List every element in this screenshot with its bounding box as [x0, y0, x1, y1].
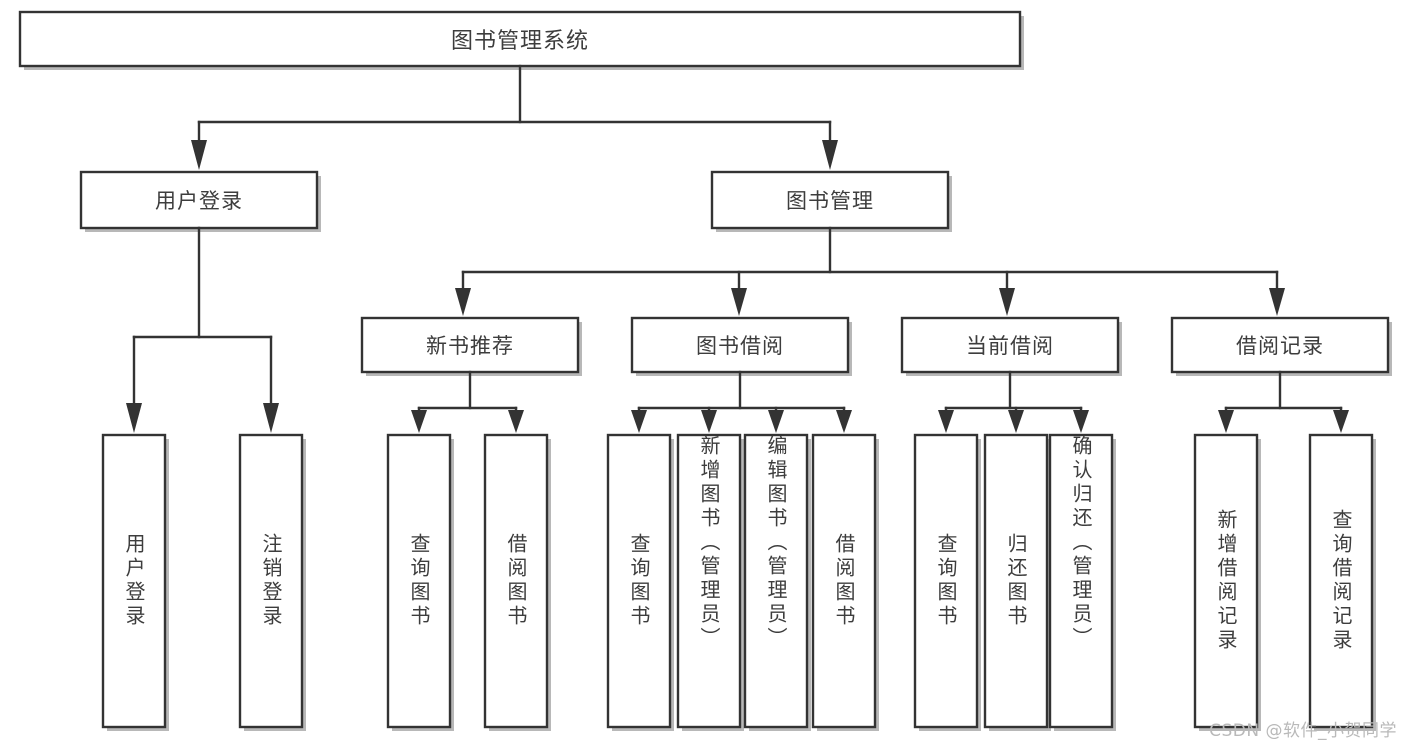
connector-root-to-level1: [191, 64, 838, 170]
leaf-user-login-0[interactable]: [101, 433, 169, 731]
connector-bookborrow-to-leaves: [631, 370, 852, 433]
leaf-current-borrow-1-box: [983, 433, 1049, 729]
leaf-book-borrow-1[interactable]: [676, 433, 744, 731]
leaf-book-borrow-1-box: [676, 433, 742, 729]
arrow-to-book-management: [822, 140, 838, 170]
leaf-book-borrow-0-box: [606, 433, 672, 729]
leaf-new-book-0[interactable]: [386, 433, 454, 731]
leaf-new-book-1[interactable]: [483, 433, 551, 731]
arrow-to-leaf-borrow-record-1: [1333, 410, 1349, 433]
node-book-management-box: [710, 170, 950, 230]
node-borrow-record-box: [1170, 316, 1390, 374]
arrow-to-new-book-recommend: [455, 288, 471, 316]
arrow-to-current-borrow: [999, 288, 1015, 316]
arrow-to-book-borrow: [731, 288, 747, 316]
arrow-to-leaf-current-borrow-0: [938, 410, 954, 433]
node-book-management[interactable]: [710, 170, 952, 232]
arrow-to-leaf-borrow-record-0: [1218, 410, 1234, 433]
node-new-book-recommend-box: [360, 316, 580, 374]
arrow-to-leaf-book-borrow-3: [836, 410, 852, 433]
leaf-book-borrow-0[interactable]: [606, 433, 674, 731]
leaf-user-login-1-box: [238, 433, 304, 729]
leaf-user-login-0-box: [101, 433, 167, 729]
node-book-borrow-box: [630, 316, 850, 374]
arrow-to-leaf-current-borrow-2: [1073, 410, 1089, 433]
node-user-login[interactable]: [79, 170, 321, 232]
leaf-book-borrow-3-box: [811, 433, 877, 729]
node-borrow-record[interactable]: [1170, 316, 1392, 376]
leaf-current-borrow-0[interactable]: [913, 433, 981, 731]
node-current-borrow[interactable]: [900, 316, 1122, 376]
node-new-book-recommend[interactable]: [360, 316, 582, 376]
arrow-to-leaf-new-book-1: [508, 410, 524, 433]
arrow-to-leaf-book-borrow-0: [631, 410, 647, 433]
arrow-to-leaf-new-book-0: [411, 410, 427, 433]
connector-userlogin-to-leaves: [126, 226, 279, 433]
connector-borrowrecord-to-leaves: [1218, 370, 1349, 433]
leaf-user-login-1[interactable]: [238, 433, 306, 731]
leaf-book-borrow-2[interactable]: [743, 433, 811, 731]
connector-newbook-to-leaves: [411, 370, 524, 433]
leaf-new-book-1-box: [483, 433, 549, 729]
node-root-box: [18, 10, 1022, 68]
leaf-current-borrow-1[interactable]: [983, 433, 1051, 731]
arrow-to-leaf-book-borrow-1: [701, 410, 717, 433]
leaf-borrow-record-0-box: [1193, 433, 1259, 729]
leaf-current-borrow-0-box: [913, 433, 979, 729]
leaf-borrow-record-1-box: [1308, 433, 1374, 729]
leaf-book-borrow-2-box: [743, 433, 809, 729]
leaf-current-borrow-2[interactable]: [1048, 433, 1116, 731]
leaf-borrow-record-1[interactable]: [1308, 433, 1376, 731]
node-book-borrow[interactable]: [630, 316, 852, 376]
arrow-to-user-login: [191, 140, 207, 170]
arrow-to-borrow-record: [1269, 288, 1285, 316]
arrow-to-leaf-user-login-0: [126, 403, 142, 433]
node-user-login-box: [79, 170, 319, 230]
leaf-book-borrow-3[interactable]: [811, 433, 879, 731]
node-root[interactable]: [18, 10, 1024, 70]
leaf-current-borrow-2-box: [1048, 433, 1114, 729]
leaf-borrow-record-0[interactable]: [1193, 433, 1261, 731]
connector-bookmgmt-to-level2: [455, 226, 1285, 316]
connector-currentborrow-to-leaves: [938, 370, 1089, 433]
arrow-to-leaf-current-borrow-1: [1008, 410, 1024, 433]
node-current-borrow-box: [900, 316, 1120, 374]
arrow-to-leaf-user-login-1: [263, 403, 279, 433]
leaf-new-book-0-box: [386, 433, 452, 729]
arrow-to-leaf-book-borrow-2: [768, 410, 784, 433]
